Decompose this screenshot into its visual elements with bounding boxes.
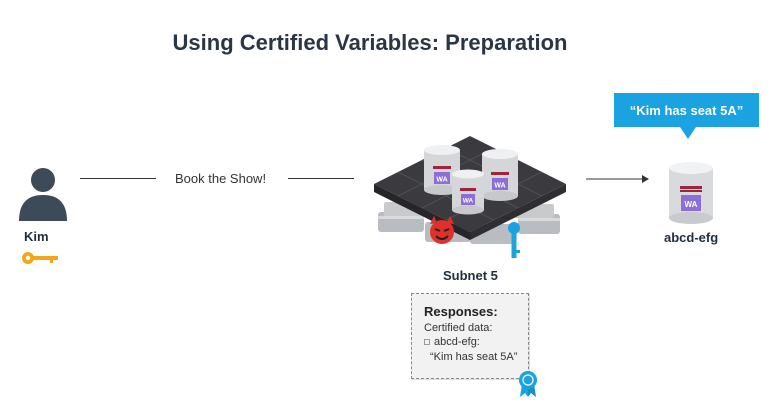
subnet-label: Subnet 5 (443, 268, 498, 283)
request-line-left (80, 178, 156, 179)
devil-icon (430, 216, 454, 244)
certificate-line-2-text: abcd-efg: (434, 336, 480, 348)
svg-text:WA: WA (463, 198, 474, 205)
page-title: Using Certified Variables: Preparation (172, 30, 568, 55)
canister-database-icon: WA (669, 162, 713, 224)
request-line-right (288, 178, 354, 179)
user-name: Kim (24, 229, 49, 244)
bullet-icon (424, 339, 430, 346)
response-arrow (586, 175, 649, 183)
certificate-line-1: Certified data: (424, 322, 493, 334)
subnet-illustration: WA WA WA (374, 136, 566, 258)
certificate-line-2: abcd-efg: (424, 336, 480, 348)
canister-name: abcd-efg (664, 230, 719, 245)
response-certificate: Responses: Certified data: abcd-efg: “Ki… (411, 293, 529, 379)
ribbon-icon (519, 371, 537, 397)
svg-text:WA: WA (436, 177, 447, 184)
canister-badge: WA (685, 200, 698, 209)
database-icon: WA WA WA (424, 145, 518, 215)
request-label: Book the Show! (175, 171, 267, 186)
person-icon (19, 168, 67, 221)
subnet-key-icon (508, 222, 520, 258)
speech-bubble: “Kim has seat 5A” (614, 93, 759, 139)
user-key-icon (22, 252, 58, 264)
certificate-heading: Responses: (424, 304, 498, 319)
svg-text:WA: WA (494, 183, 505, 190)
certificate-line-3: “Kim has seat 5A” (430, 351, 518, 363)
